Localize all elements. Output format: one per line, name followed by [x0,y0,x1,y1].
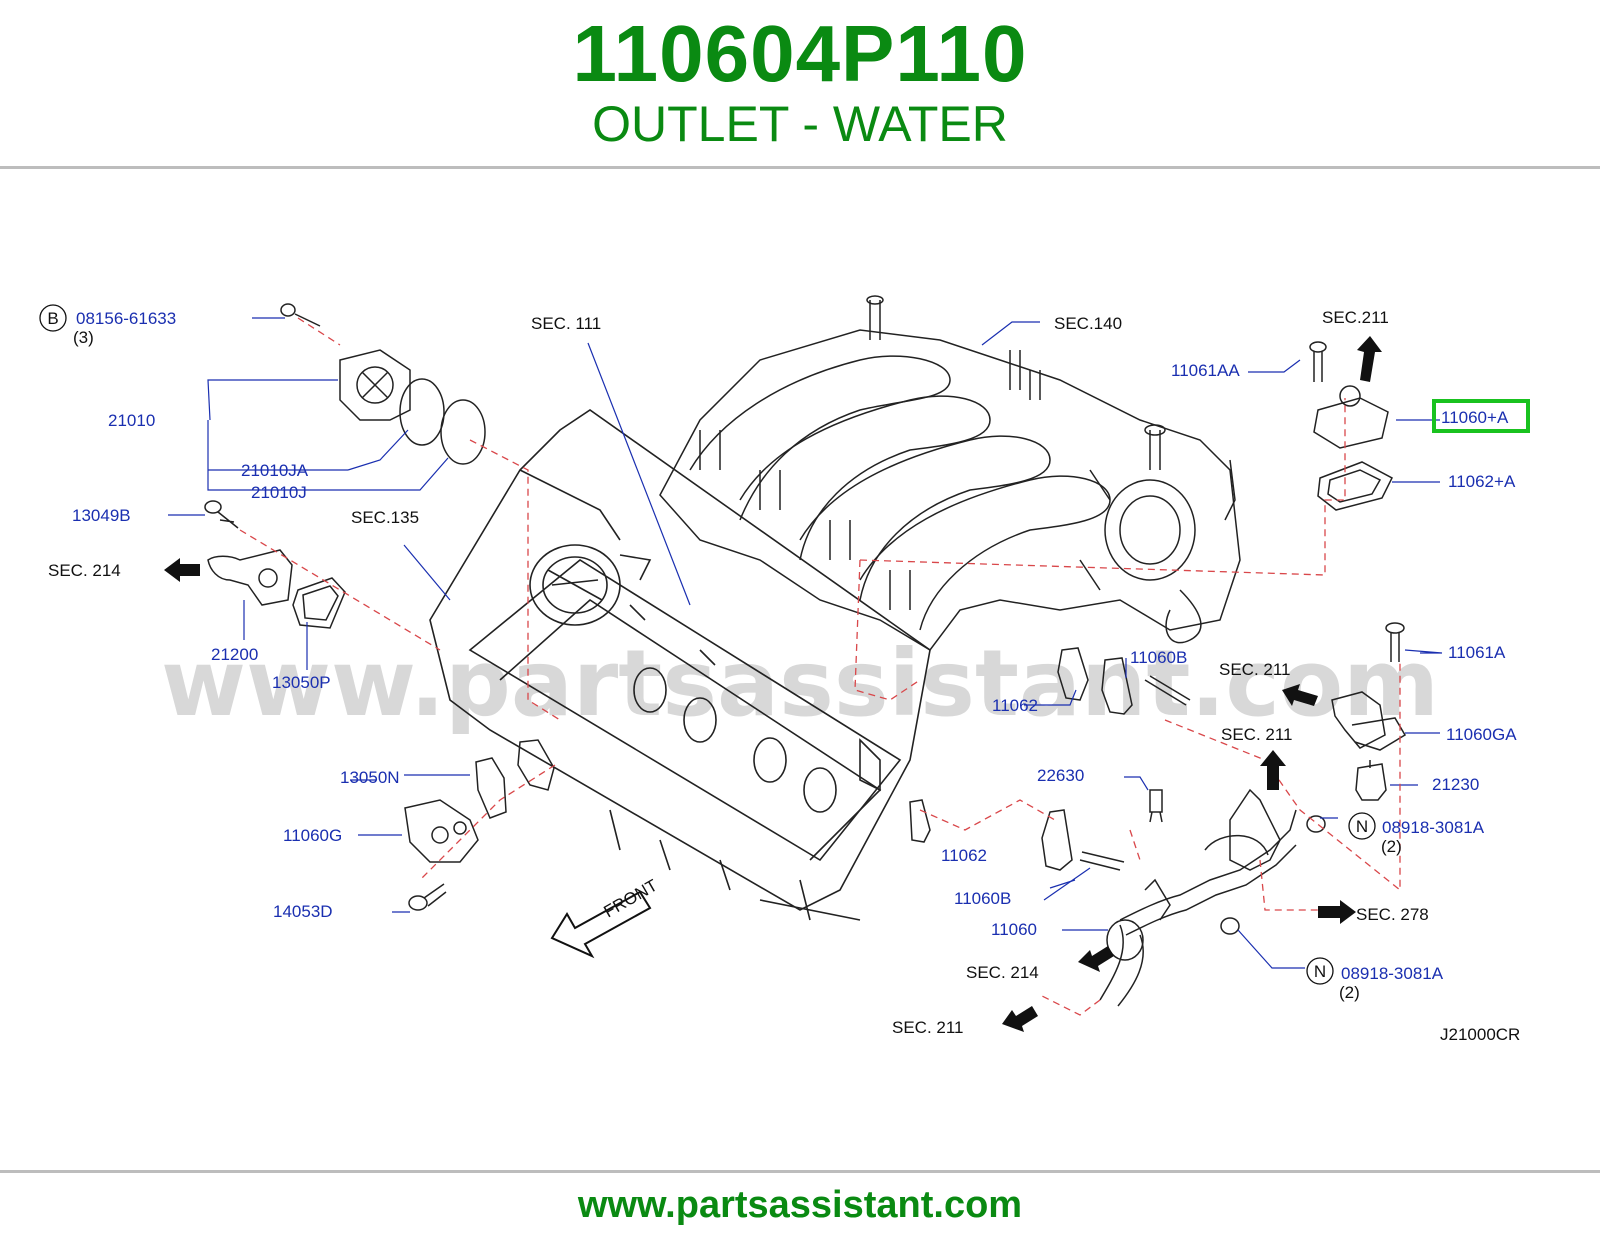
part-label-11060-a[interactable]: 11060+A [1441,408,1509,427]
sec-211-bottom-label: SEC. 211 [892,1018,964,1037]
highlighted-part-box [1432,399,1530,433]
leader-lines [168,317,1443,969]
part-label-14053d[interactable]: 14053D [273,902,333,921]
part-label-11060ga[interactable]: 11060GA [1446,725,1517,744]
thermostat-housing-drawing [1309,341,1393,511]
part-label-08156-61633[interactable]: 08156-61633 [76,309,176,328]
front-direction-arrow [550,890,652,959]
sec-278-label: SEC. 278 [1356,905,1429,924]
part-label-11060g[interactable]: 11060G [283,826,342,845]
part-label-11060b-top[interactable]: 11060B [1130,648,1187,667]
arrow-sec211-top [1357,336,1382,382]
rear-outlet-parts-drawing [404,739,555,911]
marker-n1-circle [1348,812,1376,840]
marker-b: B [47,309,58,328]
sec-135-label: SEC.135 [351,508,419,527]
part-label-08918-3081a-1[interactable]: 08918-3081A [1382,818,1485,837]
header-divider [0,166,1600,169]
part-label-13049b[interactable]: 13049B [72,506,131,525]
part-label-11060b-bottom[interactable]: 11060B [954,889,1011,908]
dashed-assembly-lines [239,317,1401,1016]
diagram-watermark: www.partsassistant.com [161,630,1439,737]
water-pump-drawing [280,303,486,465]
part-name-subtitle: OUTLET - WATER [592,96,1008,152]
part-label-13050p[interactable]: 13050P [272,673,331,692]
part-label-21010j[interactable]: 21010J [251,483,307,502]
part-label-13050n[interactable]: 13050N [340,768,400,787]
part-label-11062-a[interactable]: 11062+A [1448,472,1516,491]
part-label-11062-bottom[interactable]: 11062 [941,846,987,865]
arrow-sec211-mid2 [1260,750,1286,790]
sec-211-mid2-label: SEC. 211 [1221,725,1293,744]
footer-divider [0,1170,1600,1173]
sec-111-label: SEC. 111 [531,314,601,333]
front-water-outlet-drawing [204,500,346,629]
qty-08156: (3) [73,328,94,347]
part-label-11060[interactable]: 11060 [991,920,1037,939]
marker-b-circle [39,304,67,332]
drawing-code: J21000CR [1440,1025,1520,1044]
arrow-sec214-left [164,558,200,582]
intake-manifold-drawing [659,295,1241,651]
marker-n2-circle [1306,957,1334,985]
arrow-sec214-bottom [1078,946,1114,972]
part-label-11061a[interactable]: 11061A [1448,643,1506,662]
callout-markers [39,304,1376,985]
marker-n1: N [1356,817,1368,836]
sec-214-left-label: SEC. 214 [48,561,121,580]
sec-211-mid-label: SEC. 211 [1219,660,1291,679]
part-label-11061aa[interactable]: 11061AA [1171,361,1240,380]
direction-arrows [164,336,1382,1032]
part-label-21200[interactable]: 21200 [211,645,258,664]
part-number-title: 110604P110 [572,9,1028,98]
sec-214-bottom-label: SEC. 214 [966,963,1039,982]
thermostat-group-drawing [1331,622,1407,801]
sec-140-label: SEC.140 [1054,314,1122,333]
part-label-22630[interactable]: 22630 [1037,766,1084,785]
qty-08918-2: (2) [1339,983,1360,1002]
arrow-sec211-mid [1282,684,1318,706]
part-label-21010[interactable]: 21010 [108,411,155,430]
qty-08918-1: (2) [1381,837,1402,856]
part-label-08918-3081a-2[interactable]: 08918-3081A [1341,964,1444,983]
arrow-sec211-bottom [1002,1006,1038,1032]
footer-url[interactable]: www.partsassistant.com [577,1184,1023,1226]
part-label-11062-top[interactable]: 11062 [992,696,1038,715]
sec-211-top-label: SEC.211 [1322,308,1389,327]
arrow-sec278 [1318,900,1356,924]
part-label-21010ja[interactable]: 21010JA [241,461,309,480]
page-header: 110604P110 OUTLET - WATER [0,0,1600,168]
marker-n2: N [1314,962,1326,981]
exploded-parts-diagram: www.partsassistant.com [39,295,1530,1044]
cylinder-head-drawing [429,409,931,921]
part-label-21230[interactable]: 21230 [1432,775,1479,794]
